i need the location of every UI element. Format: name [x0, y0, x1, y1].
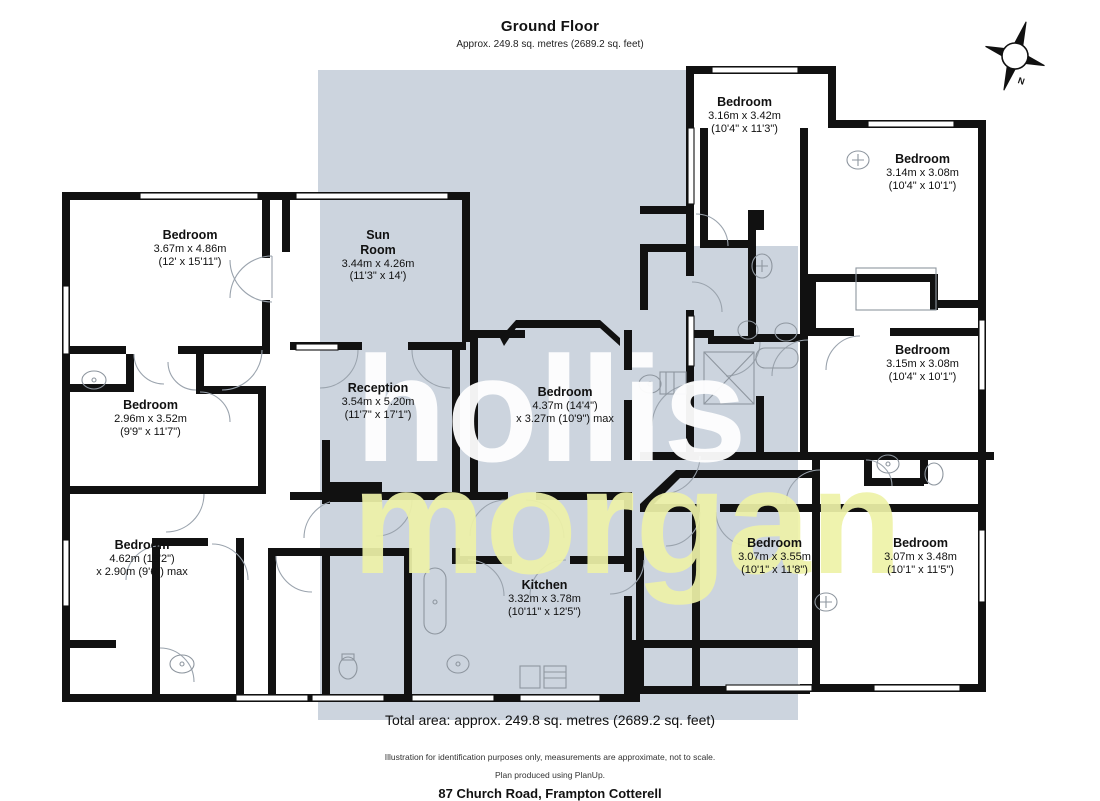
basin-icon [774, 322, 798, 342]
room-name: Bedroom [114, 538, 170, 552]
page-title: Ground Floor [500, 18, 600, 35]
toilet-icon [924, 462, 944, 486]
shower-icon [703, 351, 755, 405]
room-name: Bedroom [895, 343, 950, 357]
room-dimensions-metric: 3.54m x 5.20m [341, 395, 415, 408]
room-name: Bedroom [747, 536, 802, 550]
page-subtitle: Approx. 249.8 sq. metres (2689.2 sq. fee… [456, 39, 644, 50]
room-dimensions-imperial: (9'9" x 11'7") [120, 425, 181, 438]
room-dimensions-metric: 3.16m x 3.42m [708, 109, 781, 122]
room-dimensions-imperial: (11'3" x 14') [349, 270, 407, 283]
room-dimensions-metric: 2.96m x 3.52m [114, 412, 187, 425]
basin-icon [169, 654, 195, 674]
room-dimensions-imperial: x 3.27m (10'9") max [516, 412, 614, 425]
basin-icon [638, 374, 662, 394]
room-dimensions-metric: 3.07m x 3.55m [738, 550, 811, 563]
basin-icon [737, 320, 759, 340]
basin-icon [751, 253, 773, 279]
compass-rose: N [982, 18, 1052, 98]
fixtures [81, 150, 944, 689]
room-dimensions-metric: 3.15m x 3.08m [886, 357, 959, 370]
north-centre-walls [640, 128, 994, 692]
compass-icon [985, 21, 1045, 91]
room-name: Bedroom [123, 398, 178, 412]
room-dimensions-metric: 3.44m x 4.26m [341, 257, 415, 270]
room-name: Bedroom [717, 95, 772, 109]
basin-icon [81, 370, 107, 390]
basin-icon [814, 592, 838, 612]
toilet-icon [338, 653, 358, 680]
room-dimensions-imperial: (10'4" x 10'1") [888, 179, 957, 192]
room-dimensions-imperial: (10'11" x 12'5") [508, 605, 581, 618]
room-dimensions-metric: 3.14m x 3.08m [886, 166, 959, 179]
address-text: 87 Church Road, Frampton Cotterell [438, 786, 662, 801]
bath-icon [755, 347, 799, 369]
basin-icon [846, 150, 870, 170]
total-area-text: Total area: approx. 249.8 sq. metres (26… [385, 712, 715, 728]
room-name: Kitchen [521, 578, 568, 592]
room-dimensions-imperial: (10'4" x 10'1") [888, 370, 957, 383]
bath-icon [423, 567, 447, 635]
basin-icon [446, 654, 470, 674]
room-name: Sun [366, 228, 390, 242]
room-dimensions-metric: 3.67m x 4.86m [153, 242, 227, 255]
room-dimensions-imperial: (10'1" x 11'5") [887, 563, 954, 576]
room-name: Reception [347, 381, 409, 395]
room-dimensions-metric: 4.62m (15'2") [109, 552, 175, 565]
room-dimensions-metric: 3.32m x 3.78m [508, 592, 581, 605]
kitchen-units-icon [659, 371, 687, 395]
room-dimensions-imperial: (10'1" x 11'8") [741, 563, 808, 576]
room-dimensions-metric: 4.37m (14'4") [532, 399, 598, 412]
room-name: Bedroom [893, 536, 948, 550]
disclaimer-text: Illustration for identification purposes… [384, 752, 716, 762]
threshold-block [330, 482, 382, 502]
room-name: Room [360, 242, 396, 257]
room-name: Bedroom [895, 152, 950, 166]
kitchen-units-icon [519, 665, 567, 689]
producer-text: Plan produced using PlanUp. [494, 770, 606, 780]
south-east-walls [636, 470, 986, 694]
room-dimensions-imperial: (12' x 15'11") [158, 255, 222, 268]
room-name: Bedroom [162, 228, 218, 242]
room-dimensions-imperial: (10'4" x 11'3") [711, 122, 778, 135]
room-dimensions-imperial: x 2.90m (9'6") max [96, 565, 188, 578]
centre-walls [290, 320, 632, 696]
room-dimensions-imperial: (11'7" x 17'1") [344, 408, 412, 421]
basin-icon [876, 454, 900, 474]
west-wing-walls [70, 200, 330, 696]
room-name: Bedroom [537, 385, 593, 399]
door-swings [125, 213, 893, 683]
room-dimensions-metric: 3.07m x 3.48m [884, 550, 957, 563]
windows [62, 66, 986, 702]
floor-fills [62, 66, 988, 702]
